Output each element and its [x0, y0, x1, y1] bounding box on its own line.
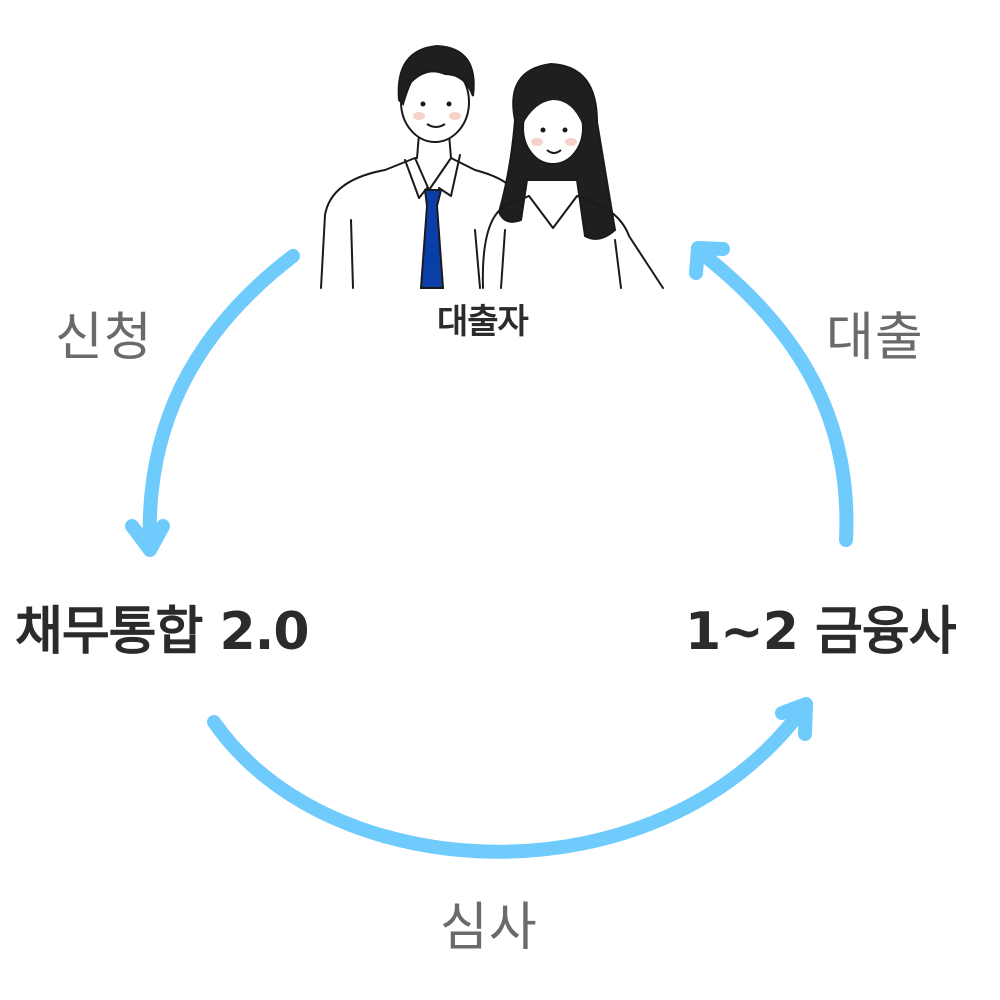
step-loan-label: 대출	[826, 308, 924, 368]
node-financial-institutions: 1~2 금융사	[685, 602, 957, 662]
arrow-apply-head	[125, 519, 170, 557]
step-apply-label: 신청	[55, 308, 153, 368]
arrow-loan-head	[689, 241, 730, 280]
borrower-label: 대출자	[437, 302, 529, 342]
arrow-review	[207, 700, 811, 859]
arrow-loan	[693, 245, 854, 547]
borrower-couple-illustration	[320, 44, 664, 289]
node-debt-consolidation: 채무통합 2.0	[15, 602, 310, 662]
arrow-apply	[142, 249, 300, 555]
arrow-review-head	[775, 697, 813, 741]
step-review-label: 심사	[440, 898, 538, 958]
